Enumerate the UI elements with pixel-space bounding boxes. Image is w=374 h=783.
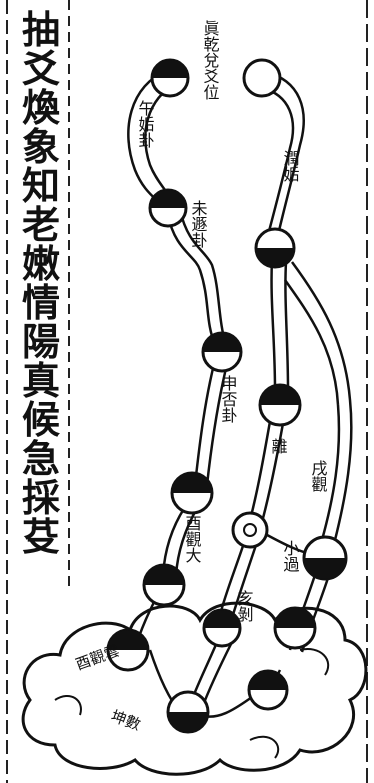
title-char: 候 bbox=[21, 397, 60, 442]
title-char: 採 bbox=[21, 475, 60, 520]
title-char: 煥 bbox=[21, 85, 60, 130]
left-margin-rule bbox=[6, 0, 8, 783]
title-char: 老 bbox=[21, 202, 60, 247]
title-char: 芟 bbox=[21, 514, 60, 559]
right-margin-rule bbox=[366, 0, 368, 783]
label-top-right: 眞乾兌爻位 bbox=[201, 20, 220, 100]
hexagram-node bbox=[166, 690, 210, 734]
hexagram-node bbox=[202, 608, 242, 648]
hexagram-node bbox=[170, 471, 214, 515]
label-mid-left: 未遯卦 bbox=[189, 200, 208, 248]
title-char: 陽 bbox=[21, 319, 60, 364]
hexagram-node bbox=[231, 511, 269, 549]
label-cloud-bottom: 坤數 bbox=[109, 707, 143, 734]
title-char: 嫩 bbox=[21, 241, 60, 286]
channel-right bbox=[248, 70, 353, 541]
hexagram-node bbox=[242, 58, 282, 98]
hexagram-node bbox=[142, 563, 186, 607]
title-char: 知 bbox=[21, 163, 60, 208]
title-char: 抽 bbox=[21, 7, 60, 52]
label-cloud-left: 酉觀雲 bbox=[73, 641, 121, 673]
label-right-center: 離 bbox=[269, 438, 288, 454]
title-char: 急 bbox=[21, 436, 60, 481]
title-char: 象 bbox=[21, 124, 60, 169]
hexagram-node bbox=[258, 383, 302, 427]
hexagram-node bbox=[106, 628, 150, 672]
cloud-inner-curl bbox=[54, 648, 330, 759]
label-lower-left: 酉觀大 bbox=[183, 515, 202, 563]
hexagram-node bbox=[150, 58, 190, 98]
label-lower-right: 小過 bbox=[281, 540, 300, 573]
label-lower-mid: 亥剝 bbox=[235, 590, 254, 623]
hexagram-node bbox=[247, 669, 289, 711]
hexagram-node bbox=[254, 227, 296, 269]
title-char: 爻 bbox=[21, 46, 60, 91]
title-char: 真 bbox=[21, 358, 60, 403]
hexagram-node bbox=[201, 331, 243, 373]
vertical-title: 抽 爻 煥 象 知 老 嫩 情 陽 真 候 急 採 芟 bbox=[18, 10, 64, 570]
label-middle: 申否卦 bbox=[219, 375, 238, 423]
label-upper-right: 潤姤 bbox=[281, 150, 300, 182]
hexagram-node bbox=[148, 188, 188, 228]
title-char: 情 bbox=[21, 280, 60, 325]
cloud-base bbox=[21, 601, 368, 776]
title-divider-rule bbox=[68, 0, 70, 590]
hexagram-node bbox=[302, 535, 348, 581]
label-upper-left: 午姤卦 bbox=[136, 100, 155, 148]
hexagram-node bbox=[273, 606, 317, 650]
label-right-lower: 戌觀 bbox=[309, 460, 328, 492]
